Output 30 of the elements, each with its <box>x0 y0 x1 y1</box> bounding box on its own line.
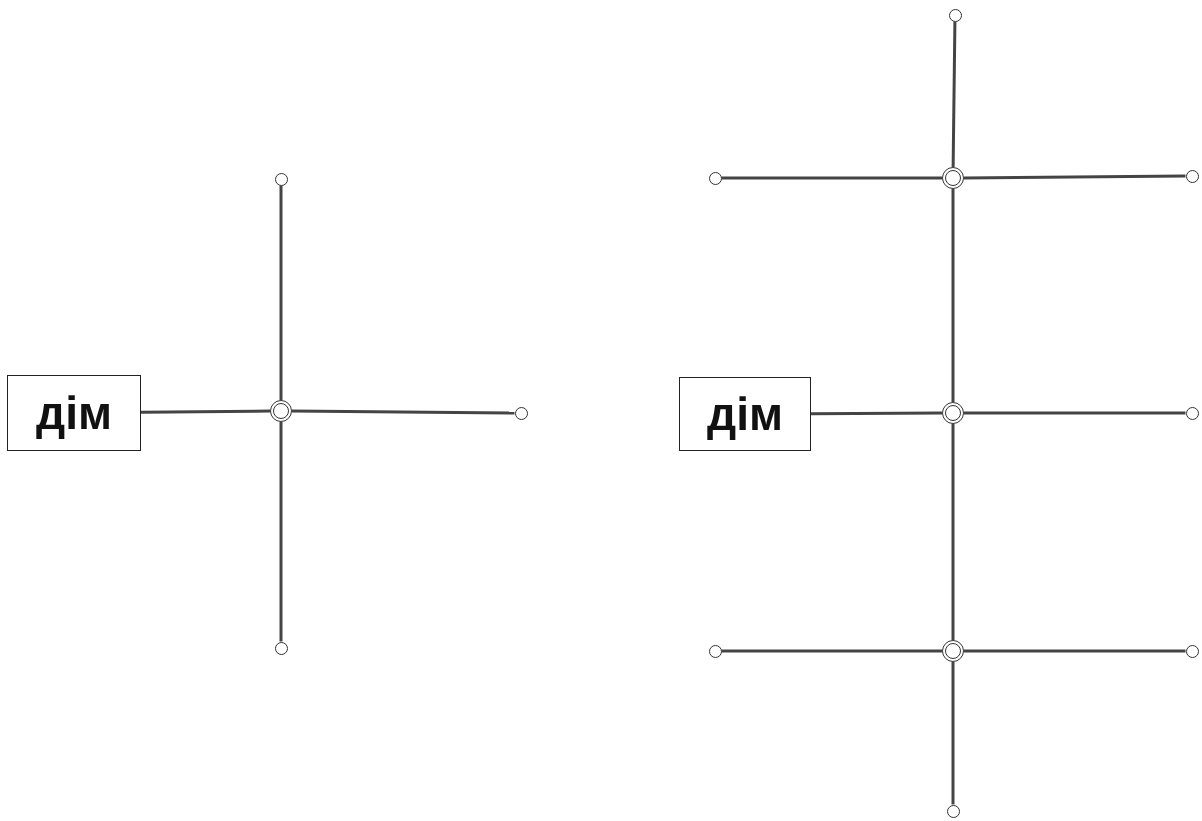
end-circle <box>948 8 962 22</box>
connector-line <box>964 174 1186 180</box>
connector-line <box>964 649 1186 653</box>
end-circle <box>1185 169 1199 183</box>
connector-line <box>292 409 515 415</box>
connector-line <box>951 21 957 168</box>
hub-circle <box>270 400 292 422</box>
end-circle <box>708 644 722 658</box>
connector-line <box>811 411 942 416</box>
hub-circle <box>942 640 964 662</box>
connector-line <box>721 649 942 653</box>
end-circle <box>274 172 288 186</box>
end-circle <box>708 171 722 185</box>
connector-line <box>141 409 270 414</box>
connector-line <box>964 411 1186 415</box>
connector-line <box>951 662 955 805</box>
end-circle <box>1185 406 1199 420</box>
connector-line <box>279 422 283 642</box>
hub-circle <box>942 402 964 424</box>
connector-line <box>721 176 942 180</box>
connector-line <box>951 189 955 402</box>
topic-box <box>7 375 141 451</box>
hub-circle <box>942 167 964 189</box>
connector-line <box>951 424 955 640</box>
end-circle <box>946 804 960 818</box>
end-circle <box>274 641 288 655</box>
end-circle <box>1185 644 1199 658</box>
connector-line <box>279 185 283 400</box>
topic-box <box>679 377 811 451</box>
end-circle <box>514 406 528 420</box>
